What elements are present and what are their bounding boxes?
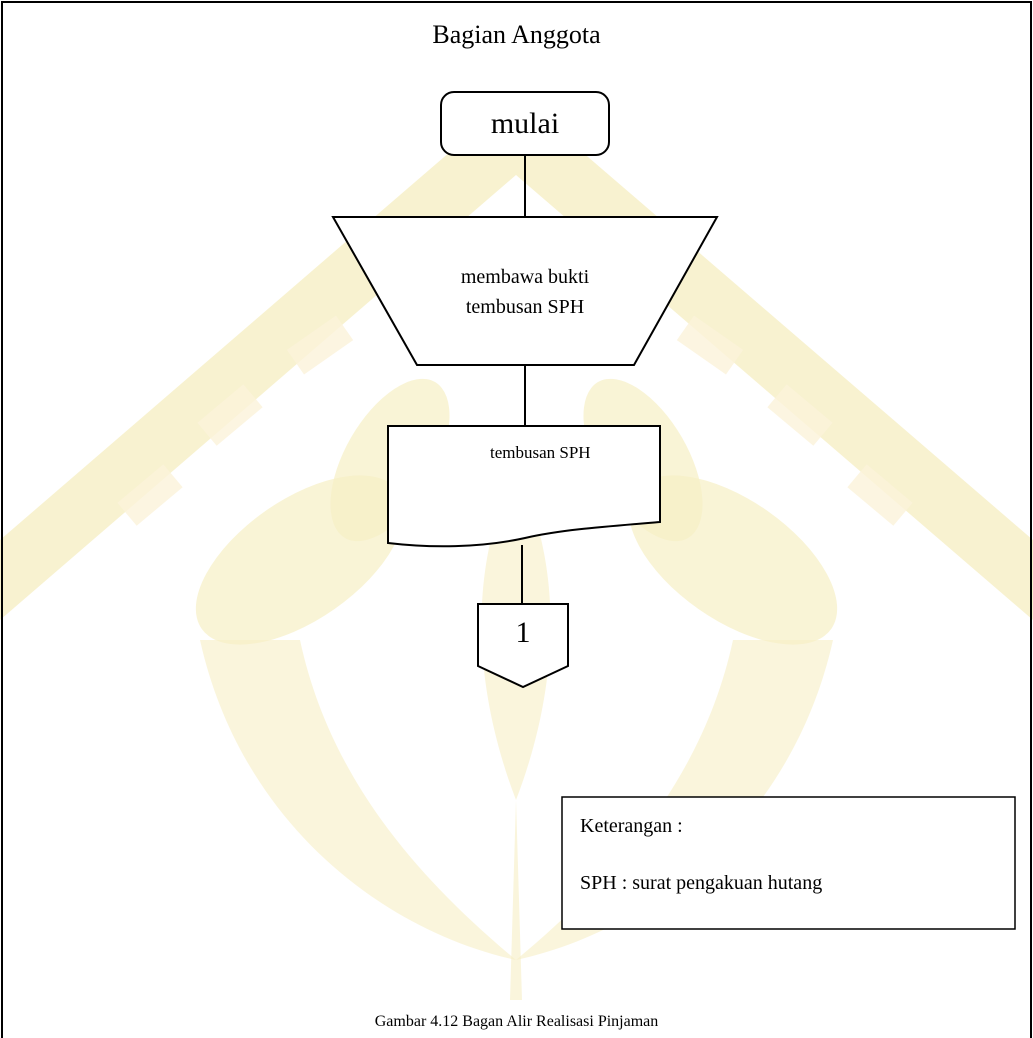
document-shape [387, 425, 661, 548]
manual-input-label: membawa bukti tembusan SPH [380, 262, 670, 322]
manual-input-label-line-2: tembusan SPH [465, 296, 585, 318]
legend-box [561, 796, 1016, 930]
diagram-title: Bagian Anggota [432, 20, 601, 49]
legend-title: Keterangan : [580, 815, 683, 837]
figure-caption: Gambar 4.12 Bagan Alir Realisasi Pinjama… [374, 1013, 659, 1030]
off-page-connector-shape [477, 603, 569, 689]
legend-entry: SPH : surat pengakuan hutang [580, 872, 823, 894]
off-page-connector-label: 1 [515, 616, 531, 649]
manual-input-shape [331, 216, 719, 366]
manual-input-label-line-1: membawa bukti [460, 266, 590, 288]
start-terminator-label: mulai [490, 107, 560, 140]
document-label: tembusan SPH [490, 443, 591, 462]
